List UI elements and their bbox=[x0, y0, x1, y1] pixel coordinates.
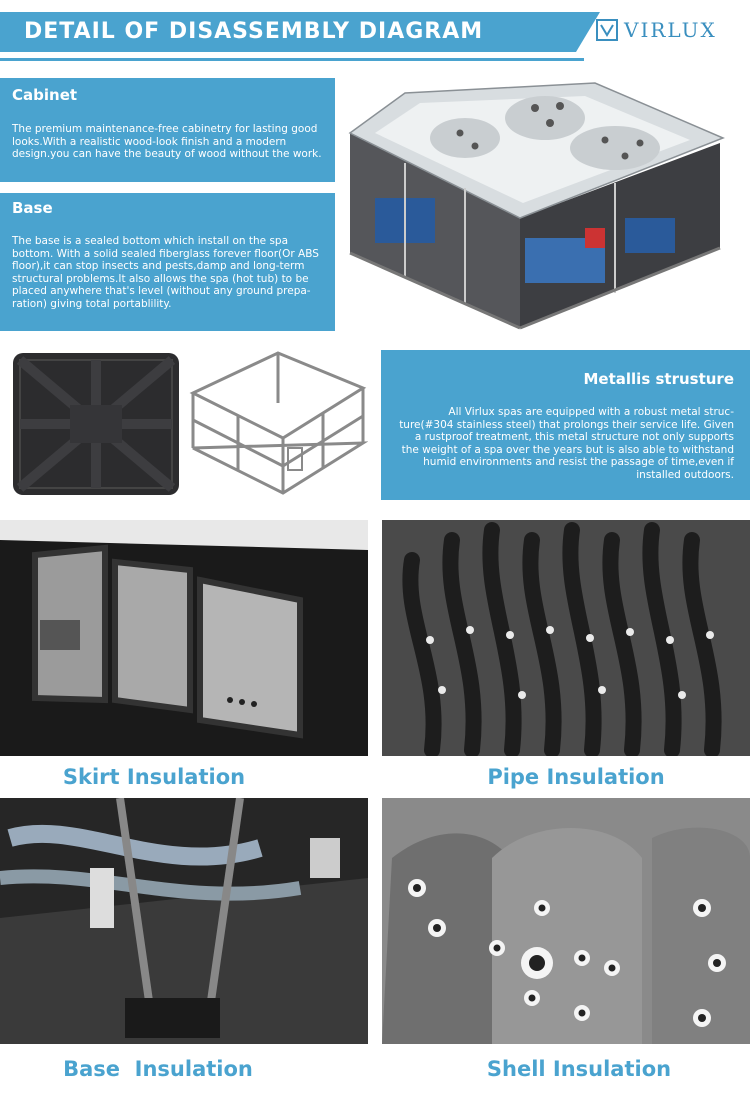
header-banner bbox=[0, 12, 600, 52]
cabinet-description: The premium maintenance-free cabinetry f… bbox=[12, 123, 322, 160]
brand-logo: VIRLUX bbox=[596, 18, 717, 42]
pipe-insulation-photo bbox=[382, 520, 750, 756]
metal-structure-title: Metallis strusture bbox=[583, 370, 735, 388]
metal-structure-description: All Virlux spas are equipped with a robu… bbox=[399, 406, 734, 481]
base-title: Base bbox=[12, 199, 53, 217]
brand-name: VIRLUX bbox=[624, 18, 717, 42]
metal-structure-panel: Metallis strusture All Virlux spas are e… bbox=[381, 350, 750, 500]
base-description: The base is a sealed bottom which instal… bbox=[12, 235, 319, 310]
skirt-insulation-caption: Skirt Insulation bbox=[62, 765, 246, 789]
hot-tub-cutaway-image bbox=[345, 78, 745, 340]
shell-insulation-photo bbox=[382, 798, 750, 1044]
skirt-insulation-photo bbox=[0, 520, 368, 756]
pipe-insulation-caption: Pipe Insulation bbox=[487, 765, 665, 789]
shell-insulation-caption: Shell Insulation bbox=[486, 1057, 672, 1081]
metal-frame-image bbox=[188, 348, 368, 498]
base-insulation-photo bbox=[0, 798, 368, 1044]
base-insulation-caption: Base Insulation bbox=[63, 1057, 253, 1081]
base-panel: Base The base is a sealed bottom which i… bbox=[0, 193, 335, 331]
logo-mark-icon bbox=[596, 19, 618, 41]
header-divider bbox=[0, 58, 584, 61]
base-tray-image bbox=[10, 350, 182, 498]
cabinet-panel: Cabinet The premium maintenance-free cab… bbox=[0, 78, 335, 182]
page-title: DETAIL OF DISASSEMBLY DIAGRAM bbox=[24, 19, 484, 44]
cabinet-title: Cabinet bbox=[12, 86, 78, 104]
